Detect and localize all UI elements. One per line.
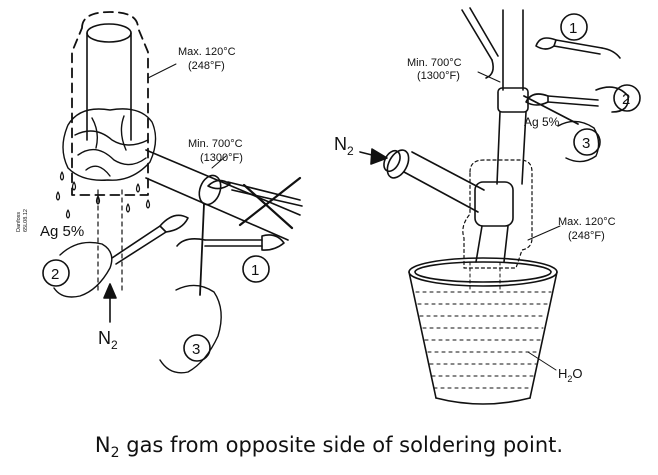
max-temp-leader-right <box>527 225 561 241</box>
left-step-1-number: 1 <box>251 262 259 279</box>
heat-zone-outline-right <box>462 159 533 269</box>
crossed-out-torch <box>207 176 303 230</box>
step-circle-right-2 <box>613 84 641 112</box>
step-circle-right-3 <box>573 128 601 156</box>
right-water-label: H2O <box>558 366 583 384</box>
left-step-2-number: 2 <box>51 266 59 283</box>
water-basket <box>408 257 558 405</box>
right-illustration <box>359 7 641 405</box>
min-temp-leader-right <box>477 71 501 83</box>
solder-rod-right <box>523 95 600 163</box>
solder-rod-hand <box>159 203 222 374</box>
water-leader <box>527 351 557 371</box>
figure-caption: N2 gas from opposite side of soldering p… <box>0 433 658 461</box>
right-step-2-number: 2 <box>622 91 630 108</box>
torch-1 <box>176 234 285 251</box>
caption-text: gas from opposite side of soldering poin… <box>119 433 564 457</box>
right-gas-label: N2 <box>334 134 354 158</box>
right-step-3-number: 3 <box>582 135 590 152</box>
middle-pipe <box>496 111 527 185</box>
step-circle-left-1 <box>242 255 270 283</box>
torch-right-2 <box>525 86 629 113</box>
max-temp-leader <box>147 63 177 79</box>
torch-right-top <box>461 7 499 79</box>
torch-right-1 <box>535 37 621 59</box>
left-alloy-label: Ag 5% <box>40 223 84 240</box>
step-circle-left-2 <box>42 259 70 287</box>
caption-gas-symbol: N <box>94 433 111 457</box>
left-max-temp-f: (248°F) <box>188 60 225 72</box>
heat-zone-outline <box>71 11 149 196</box>
tee-fitting <box>474 181 514 263</box>
left-min-temp-f: (1300°F) <box>200 152 243 164</box>
lower-pipe-stub <box>97 189 123 293</box>
side-branch <box>383 149 485 213</box>
left-step-3-number: 3 <box>192 341 200 358</box>
watermark-line-1: Danfoss <box>16 212 22 232</box>
right-alloy-label: Ag 5% <box>524 115 560 129</box>
left-min-temp-c: Min. 700°C <box>188 138 243 150</box>
min-temp-leader <box>211 155 227 169</box>
right-min-temp-f: (1300°F) <box>417 70 460 82</box>
right-step-1-number: 1 <box>569 20 577 37</box>
step-circle-left-3 <box>183 334 211 362</box>
valve-cylinder <box>86 23 132 141</box>
right-max-temp-c: Max. 120°C <box>558 216 616 228</box>
wet-cloth <box>62 108 157 181</box>
right-min-temp-c: Min. 700°C <box>407 57 462 69</box>
left-illustration <box>42 11 303 374</box>
step-circle-right-1 <box>560 13 588 41</box>
water-drops <box>55 171 151 219</box>
n2-arrow-right <box>359 148 388 165</box>
right-max-temp-f: (248°F) <box>568 230 605 242</box>
watermark-line-2: 65L08.12 <box>23 209 29 232</box>
caption-gas-subscript: 2 <box>110 445 120 462</box>
hand-left <box>53 241 113 298</box>
left-gas-label: N2 <box>98 328 118 352</box>
left-max-temp-c: Max. 120°C <box>178 46 236 58</box>
n2-arrow-left <box>103 283 117 323</box>
torch-2 <box>111 214 189 265</box>
